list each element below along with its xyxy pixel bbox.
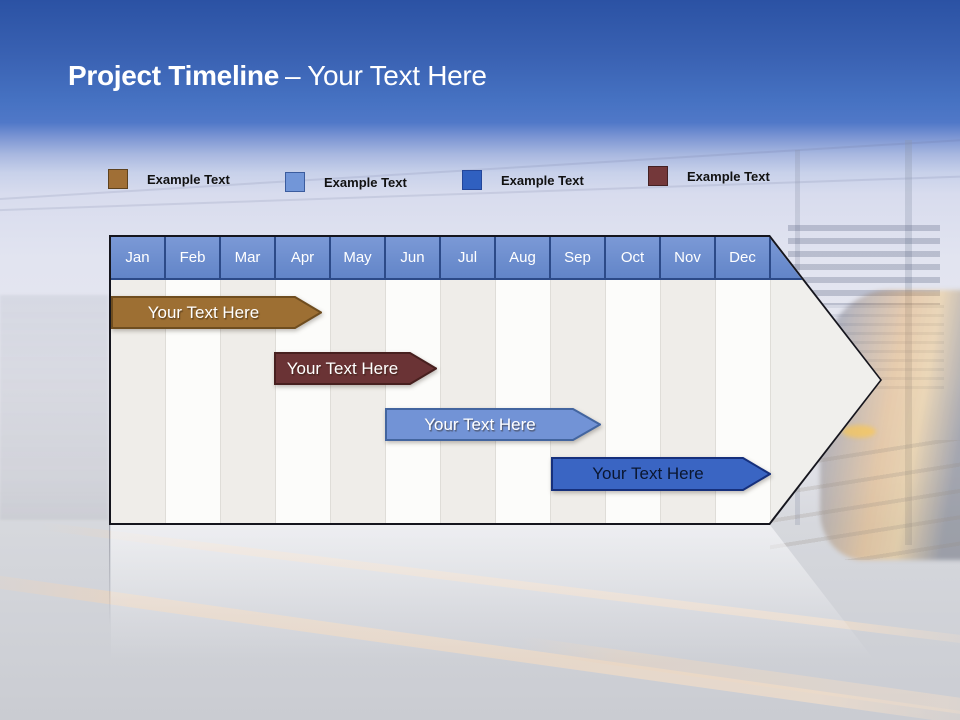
legend-label: Example Text xyxy=(687,168,770,184)
bar-arrow-shape xyxy=(551,457,771,491)
timeline-bar-3: Your Text Here xyxy=(385,408,601,441)
month-cell-apr: Apr xyxy=(276,237,331,278)
bar-label: Your Text Here xyxy=(424,414,536,434)
timeline-arrow-shape: Jan Feb Mar Apr May Jun Jul Aug Sep Oct … xyxy=(109,235,882,525)
legend-label: Example Text xyxy=(501,172,584,188)
bar-arrow-shape xyxy=(385,408,601,441)
month-cell-nov: Nov xyxy=(661,237,716,278)
month-cell-mar: Mar xyxy=(221,237,276,278)
bar-label: Your Text Here xyxy=(286,358,399,378)
bar-label: Your Text Here xyxy=(592,464,704,483)
month-cell-jun: Jun xyxy=(386,237,441,278)
bar-arrow-shape xyxy=(111,296,322,329)
legend-item-maroon: Example Text xyxy=(648,166,770,186)
legend-item-brown: Example Text xyxy=(108,169,230,189)
month-cell-may: May xyxy=(331,237,386,278)
legend-item-blue: Example Text xyxy=(462,170,584,190)
title-main: Project Timeline xyxy=(68,60,279,91)
timeline-bar-4: Your Text Here xyxy=(551,457,771,491)
legend-label: Example Text xyxy=(324,174,407,190)
timeline-bar-1: Your Text Here xyxy=(111,296,322,329)
background-train-headlight xyxy=(842,425,876,438)
month-cell-jul: Jul xyxy=(441,237,496,278)
month-cell-dec: Dec xyxy=(716,237,771,278)
legend-item-light-blue: Example Text xyxy=(285,172,407,192)
title-placeholder: – Your Text Here xyxy=(284,60,487,91)
timeline-reflection-edge xyxy=(109,525,110,625)
legend-swatch-blue xyxy=(462,170,482,190)
month-cell-feb: Feb xyxy=(166,237,221,278)
legend-swatch-light-blue xyxy=(285,172,305,192)
timeline-month-header: Jan Feb Mar Apr May Jun Jul Aug Sep Oct … xyxy=(111,237,880,280)
timeline-bar-2: Your Text Here xyxy=(274,352,437,385)
legend-swatch-brown xyxy=(108,169,128,189)
month-cell-sep: Sep xyxy=(551,237,606,278)
timeline-reflection xyxy=(111,525,882,685)
bar-arrow-shape xyxy=(274,352,437,385)
legend-label: Example Text xyxy=(147,171,230,187)
month-cell-aug: Aug xyxy=(496,237,551,278)
page-title: Project Timeline– Your Text Here xyxy=(68,60,487,92)
background-pole xyxy=(905,140,912,545)
bar-label: Your Text Here xyxy=(147,302,260,322)
month-cell-jan: Jan xyxy=(111,237,166,278)
legend-swatch-maroon xyxy=(648,166,668,186)
month-cell-oct: Oct xyxy=(606,237,661,278)
background-station-left xyxy=(0,295,108,520)
timeline-arrow-inner: Jan Feb Mar Apr May Jun Jul Aug Sep Oct … xyxy=(111,237,880,523)
